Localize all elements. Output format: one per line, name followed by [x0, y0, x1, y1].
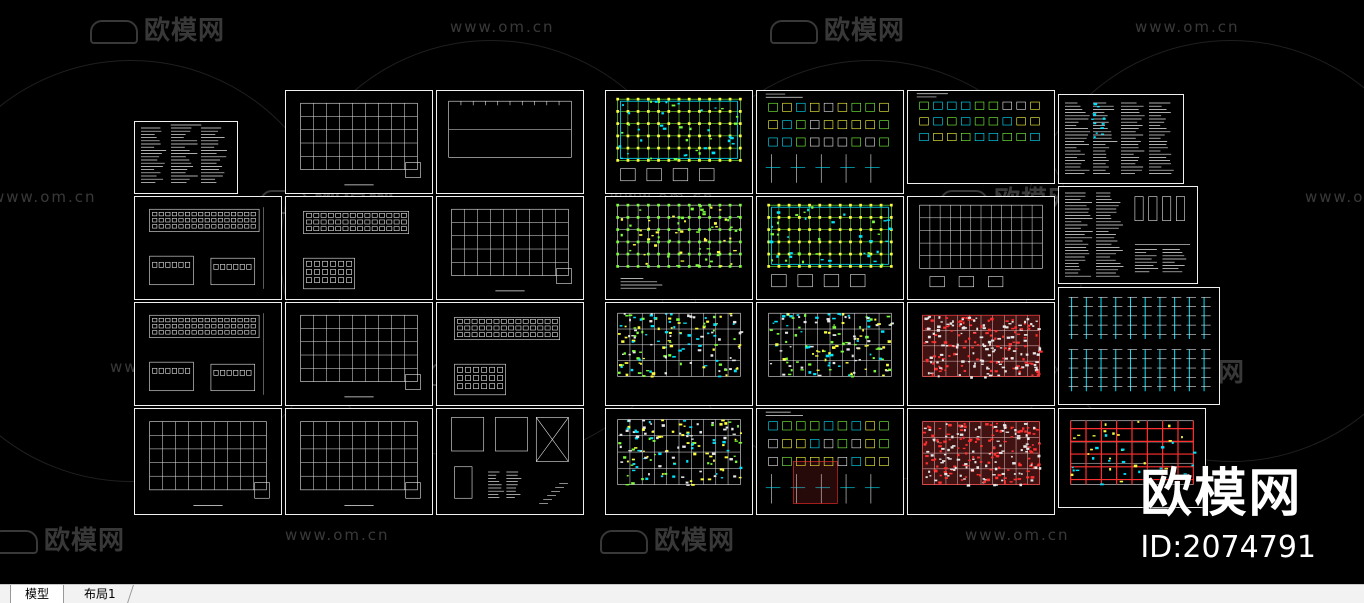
- drawing-sheet-floor-plan[interactable]: [436, 196, 584, 300]
- watermark-logo: 欧模网: [90, 10, 225, 47]
- watermark-logo: 欧模网: [600, 520, 735, 557]
- drawing-sheet-roof-beam-plan[interactable]: [1058, 408, 1206, 508]
- brand-logo: 欧模网: [1140, 464, 1303, 524]
- tab-layout1-label: 布局1: [84, 587, 116, 601]
- watermark-logo: 欧模网: [770, 10, 905, 47]
- drawing-sheet-structural-details[interactable]: [907, 90, 1055, 184]
- drawing-sheet-section[interactable]: [436, 302, 584, 406]
- tab-model[interactable]: 模型: [10, 585, 65, 603]
- watermark-url: www.om.cn: [450, 18, 555, 36]
- watermark-logo: 欧模网: [0, 520, 125, 557]
- drawing-sheet-elevation[interactable]: [134, 196, 282, 300]
- drawing-sheet-foundation-plan[interactable]: [907, 196, 1055, 300]
- drawing-sheet-floor-plan[interactable]: [285, 90, 433, 194]
- drawing-sheet-floor-plan[interactable]: [285, 302, 433, 406]
- watermark-url: www.om.cn: [1135, 18, 1240, 36]
- drawing-sheet-slab-reinforcement[interactable]: [605, 302, 753, 406]
- model-space-canvas[interactable]: 欧模网 www.om.cn 欧模网 www.om.cn www.om.cn 欧模…: [0, 0, 1364, 584]
- watermark-url: www.om.cn: [285, 526, 390, 544]
- brand-watermark: 欧模网 ID:2074791: [1140, 466, 1316, 568]
- drawing-sheet-structural-notes[interactable]: [1058, 94, 1184, 184]
- drawing-sheet-column-schedule[interactable]: [1058, 287, 1220, 405]
- watermark-url: www.om.cn: [0, 188, 97, 206]
- drawing-sheet-structural-details[interactable]: [756, 408, 904, 515]
- drawing-sheet-details[interactable]: [436, 408, 584, 515]
- drawing-sheet-structural-details[interactable]: [756, 90, 904, 194]
- drawing-sheet-elevation[interactable]: [134, 302, 282, 406]
- drawing-sheet-slab-reinforcement[interactable]: [907, 408, 1055, 515]
- drawing-sheet-slab-reinforcement[interactable]: [907, 302, 1055, 406]
- drawing-sheet-floor-plan[interactable]: [134, 408, 282, 515]
- drawing-sheet-beam-plan[interactable]: [756, 196, 904, 300]
- drawing-sheet-slab-reinforcement[interactable]: [605, 408, 753, 515]
- drawing-sheet-notes[interactable]: [134, 121, 238, 194]
- drawing-sheet-foundation-plan[interactable]: [605, 90, 753, 194]
- watermark-url: www.om.cn: [965, 526, 1070, 544]
- tab-layout1[interactable]: 布局1: [67, 585, 134, 603]
- drawing-sheet-stair-details[interactable]: [1058, 186, 1198, 284]
- drawing-sheet-column-plan[interactable]: [605, 196, 753, 300]
- drawing-sheet-elevation[interactable]: [285, 196, 433, 300]
- drawing-sheet-floor-plan[interactable]: [285, 408, 433, 515]
- watermark-url: www.om.cn: [1305, 188, 1364, 206]
- brand-id: ID:2074791: [1140, 530, 1316, 565]
- drawing-sheet-roof-plan[interactable]: [436, 90, 584, 194]
- layout-tab-bar: 模型 布局1: [0, 584, 1364, 603]
- drawing-sheet-slab-reinforcement[interactable]: [756, 302, 904, 406]
